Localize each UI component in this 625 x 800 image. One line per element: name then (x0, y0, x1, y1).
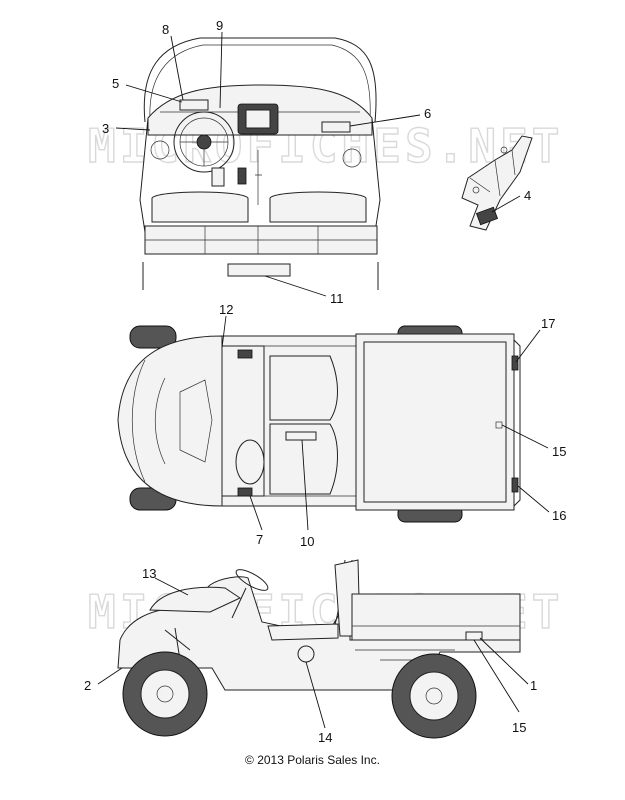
copyright-footer: © 2013 Polaris Sales Inc. (245, 753, 380, 767)
callout-6: 6 (424, 106, 431, 121)
callout-1: 1 (530, 678, 537, 693)
callout-8: 8 (162, 22, 169, 37)
callout-16: 16 (552, 508, 566, 523)
callout-11: 11 (330, 291, 344, 306)
callout-17: 17 (541, 316, 555, 331)
callout-4: 4 (524, 188, 531, 203)
leader-lines (97, 31, 550, 729)
callout-10: 10 (300, 534, 314, 549)
front-view (139, 37, 381, 290)
callout-3: 3 (102, 121, 109, 136)
callout-15-bottom: 15 (512, 720, 526, 735)
callout-14: 14 (318, 730, 332, 745)
callout-12: 12 (219, 302, 233, 317)
side-view (117, 559, 521, 739)
top-view (117, 325, 521, 523)
callout-labels: 8 9 5 3 6 4 11 12 7 10 17 15 16 13 2 14 … (84, 18, 566, 745)
callout-7: 7 (256, 532, 263, 547)
callout-9: 9 (216, 18, 223, 33)
callout-13: 13 (142, 566, 156, 581)
callout-2: 2 (84, 678, 91, 693)
callout-5: 5 (112, 76, 119, 91)
callout-15-top: 15 (552, 444, 566, 459)
